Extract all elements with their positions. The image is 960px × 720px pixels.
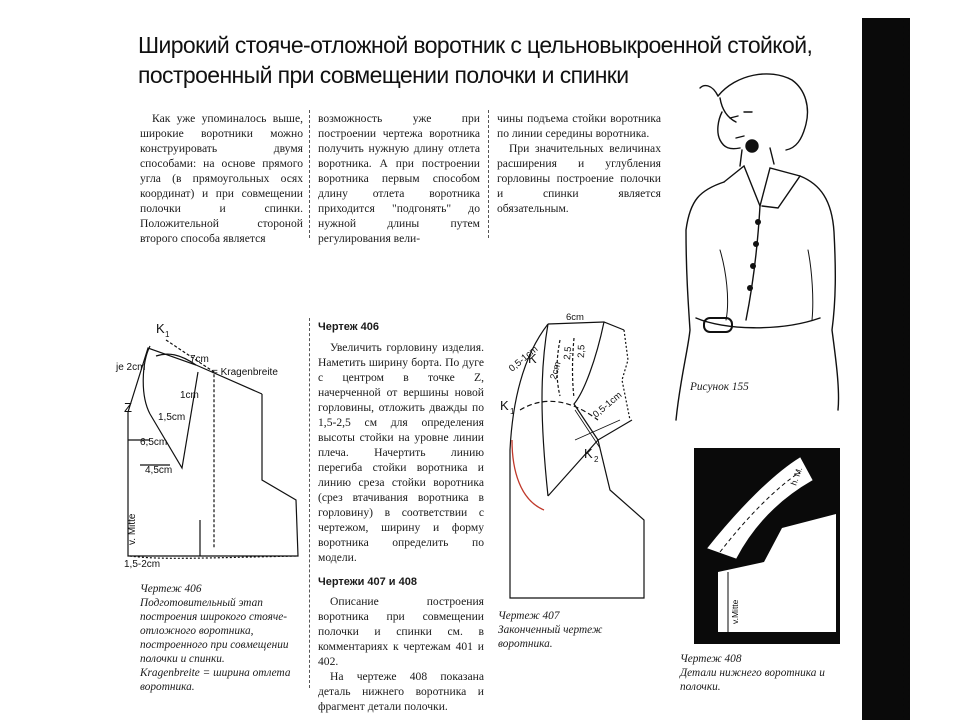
label-k2: K	[584, 446, 593, 461]
svg-text:2: 2	[594, 455, 599, 464]
label-2-5-a: 2,5	[562, 346, 574, 360]
label-1cm: 1cm	[180, 390, 199, 401]
caption-408-body: Детали нижнего воротника и полочки.	[680, 667, 825, 693]
caption-406-body: Подготовительный этап построения широког…	[140, 597, 289, 665]
caption-407: Чертеж 407 Законченный чертеж воротника.	[498, 609, 658, 651]
label-6-5cm: 6,5cm	[140, 437, 167, 448]
caption-407-title: Чертеж 407	[498, 610, 560, 622]
label-v-mitte: v. Mitte	[127, 513, 138, 545]
draft-406-text: Увеличить горловину изделия. Наметить ши…	[318, 341, 484, 564]
label-k: K	[528, 351, 537, 366]
text-column-3: чины подъема стойки воротника по линии с…	[497, 111, 661, 216]
label-k1: K	[500, 398, 509, 413]
paragraph-expansion: При значительных величинах расширения и …	[497, 142, 661, 215]
draft-407-collar-outer	[573, 321, 605, 441]
svg-text:1: 1	[510, 407, 515, 416]
svg-text:1: 1	[165, 330, 170, 339]
collar	[723, 164, 802, 209]
belt-buckle	[703, 317, 733, 333]
draft-408-front-piece	[718, 514, 836, 632]
label-4-5cm: 4,5cm	[145, 465, 172, 476]
draft-406-center-guide	[165, 339, 215, 548]
draft-406-collar-curve	[155, 353, 197, 366]
draft-408-collar-piece	[707, 457, 813, 559]
label-2-5-b: 2,5	[576, 345, 587, 359]
label-v-mitte: v.Mitte	[730, 599, 740, 624]
draft-406-collar-point	[149, 371, 199, 470]
draft-406-neckline	[142, 345, 151, 415]
draft-407-red-line	[511, 439, 545, 511]
draft-407-collar-break	[541, 323, 549, 497]
caption-406-title: Чертеж 406	[140, 583, 202, 595]
button-placket	[745, 205, 761, 321]
drafts-407-408-text: Описание построения воротника при совмещ…	[318, 595, 484, 668]
label-1-5cm: 1,5cm	[158, 412, 185, 423]
draft-406-marks	[128, 439, 170, 466]
caption-407-body: Законченный чертеж воротника.	[498, 624, 603, 650]
text-column-2: возможность уже при построении чертежа в…	[318, 111, 480, 246]
column-divider	[309, 318, 310, 688]
draft-407-roll-line	[519, 400, 599, 421]
title-line-1: Широкий стояче-отложной воротник с цельн…	[138, 32, 813, 58]
draft-407-lapel-edge	[547, 439, 599, 497]
label-0-5-1cm-a: 0,5-1cm	[507, 344, 540, 375]
label-0-5-1cm-b: 0,5-1cm	[591, 390, 624, 421]
paragraph-continued: возможность уже при построении чертежа в…	[318, 112, 480, 245]
face-outline	[717, 111, 741, 150]
draft-406-shoulder-line	[127, 347, 263, 413]
text-column-1: Как уже упоминалось выше, широкие воротн…	[140, 111, 303, 246]
buttons	[747, 219, 761, 291]
page-title: Широкий стояче-отложной воротник с цельн…	[138, 30, 838, 90]
draft-406-bodice-outline	[127, 394, 299, 557]
column-divider	[309, 110, 310, 238]
waistline	[695, 317, 821, 329]
paragraph-end: чины подъема стойки воротника по линии с…	[497, 112, 661, 140]
label-7cm: 7cm	[190, 354, 209, 365]
caption-408: Чертеж 408 Детали нижнего воротника и по…	[680, 652, 840, 694]
draft-407-top-edge	[547, 321, 625, 331]
title-line-2: построенный при совмещении полочки и спи…	[138, 62, 629, 88]
caption-408-title: Чертеж 408	[680, 653, 742, 665]
label-k1: K	[156, 321, 165, 336]
drafts-407-408-heading: Чертежи 407 и 408	[318, 576, 417, 588]
caption-406-note: Kragenbreite = ширина отлета воротника.	[140, 667, 291, 693]
label-je2cm: je 2cm	[115, 362, 145, 373]
draft-406-heading: Чертеж 406	[318, 321, 379, 333]
caption-figure-155: Рисунок 155	[690, 381, 749, 393]
drafts-408-text: На чертеже 408 показана деталь нижнего в…	[318, 670, 484, 713]
column-divider	[488, 110, 489, 238]
page-edge-zigzag	[902, 18, 910, 720]
caption-406: Чертеж 406 Подготовительный этап построе…	[140, 582, 300, 694]
paragraph-intro: Как уже упоминалось выше, широкие воротн…	[140, 112, 303, 245]
label-2cm: 2cm	[548, 361, 563, 381]
label-1-5-2cm: 1,5-2cm	[124, 559, 160, 570]
earring	[745, 139, 759, 153]
draft-407-bodice-outline	[509, 323, 645, 599]
draft-408-background	[694, 448, 840, 644]
label-z: Z	[124, 400, 132, 415]
label-h-m: h. M.	[788, 465, 804, 486]
bodice-right	[799, 175, 840, 411]
draft-description-column: Чертеж 406 Увеличить горловину изделия. …	[318, 320, 484, 714]
label-kragenbreite: = Kragenbreite	[212, 367, 278, 378]
label-6cm: 6cm	[566, 312, 584, 323]
